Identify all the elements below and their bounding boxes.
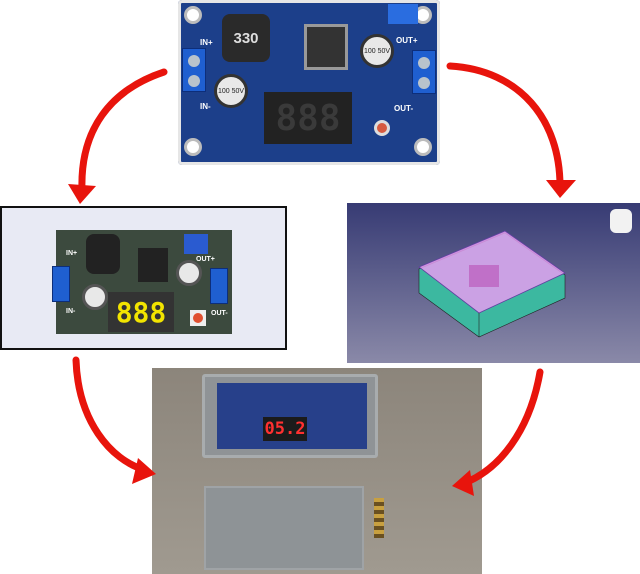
push-button [190,310,206,326]
in-plus-label: IN+ [200,38,213,47]
mount-hole [184,6,202,24]
inductor: 330 [222,14,270,62]
cad-enclosure-model [418,230,566,338]
input-terminal [52,266,70,302]
top-board-photo: 330 100 50V 100 50V IN+ IN- OUT+ OUT- 88… [178,0,440,165]
push-button [374,120,390,136]
regulator-chip [304,24,348,70]
in-minus-label: IN- [66,308,76,315]
navigation-cube-icon[interactable] [610,209,632,233]
rendered-pcb: IN+ IN- OUT+ OUT- 888 [52,230,232,334]
arrow-render-to-photo [72,356,149,474]
out-plus-label: OUT+ [396,36,418,45]
out-minus-label: OUT- [211,310,228,317]
led-display: 05.2 [263,417,307,441]
arrow-top-to-cad [446,62,564,190]
arrowhead [68,184,96,204]
inductor [86,234,120,274]
out-minus-label: OUT- [394,104,414,113]
arrow-top-to-render [78,68,168,194]
potentiometer [184,234,208,254]
cad-view [347,203,640,363]
enclosure-lid [204,486,364,570]
potentiometer [388,4,418,24]
input-terminal [182,48,206,92]
in-minus-label: IN- [200,102,211,111]
screws [374,498,384,538]
capacitor-left: 100 50V [214,74,248,108]
capacitor [82,284,108,310]
regulator-chip [138,248,168,282]
capacitor [176,260,202,286]
arrowhead [546,180,576,198]
output-terminal [412,50,436,94]
assembled-enclosure-photo: 05.2 [152,368,482,574]
led-display: 888 [108,292,174,332]
led-display: 888 [264,92,352,144]
enclosure-base: 05.2 [202,374,378,458]
render-board-image: IN+ IN- OUT+ OUT- 888 [0,206,287,350]
mount-hole [184,138,202,156]
capacitor-right: 100 50V [360,34,394,68]
in-plus-label: IN+ [66,250,78,257]
mount-hole [414,138,432,156]
out-plus-label: OUT+ [196,256,215,263]
board: 05.2 [217,383,367,449]
output-terminal [210,268,228,304]
